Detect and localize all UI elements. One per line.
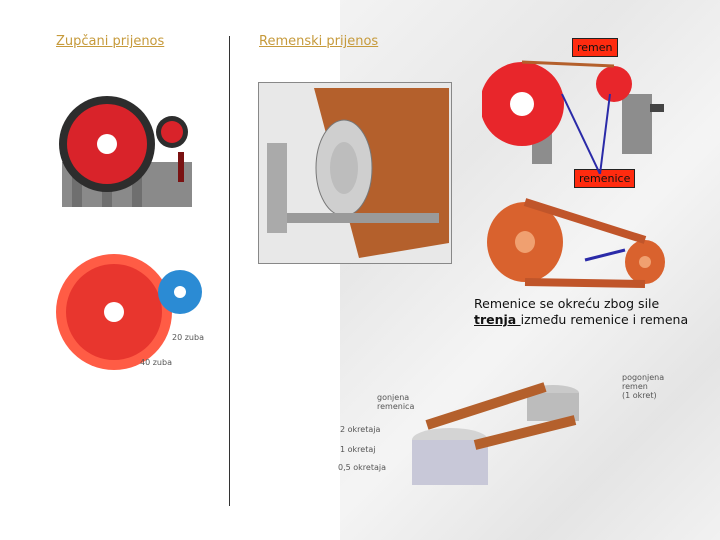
caption-line-1: Remenice se okreću zbog sile <box>474 296 660 311</box>
caption-line-2: između remenice i remena <box>520 312 689 327</box>
column-divider <box>229 36 230 506</box>
remen-label: remen <box>572 38 618 57</box>
two-turns-label: 2 okretaja <box>340 425 381 434</box>
gear-crank-illustration <box>59 96 192 207</box>
half-turn-label: 0,5 okretaja <box>338 463 386 472</box>
caption-keyword: trenja <box>474 312 521 327</box>
friction-caption: Remenice se okreću zbog sile trenja izme… <box>474 296 714 328</box>
belt-transmission-link[interactable]: Remenski prijenos <box>259 34 379 49</box>
gear-pair-illustration <box>56 254 202 370</box>
orange-pulley-illustration <box>487 198 665 288</box>
belt-drive-illustration-frame <box>258 82 452 264</box>
teeth-20-label: 20 zuba <box>172 333 204 342</box>
pulley-crank-illustration <box>482 60 664 174</box>
one-turn-label: 1 okretaj <box>340 445 376 454</box>
belt-drive-illustration <box>259 83 451 263</box>
teeth-40-label: 40 zuba <box>140 358 172 367</box>
gear-transmission-link[interactable]: Zupčani prijenos <box>56 34 165 49</box>
remenice-label: remenice <box>574 169 636 188</box>
two-pulley-belt-illustration <box>412 382 579 485</box>
